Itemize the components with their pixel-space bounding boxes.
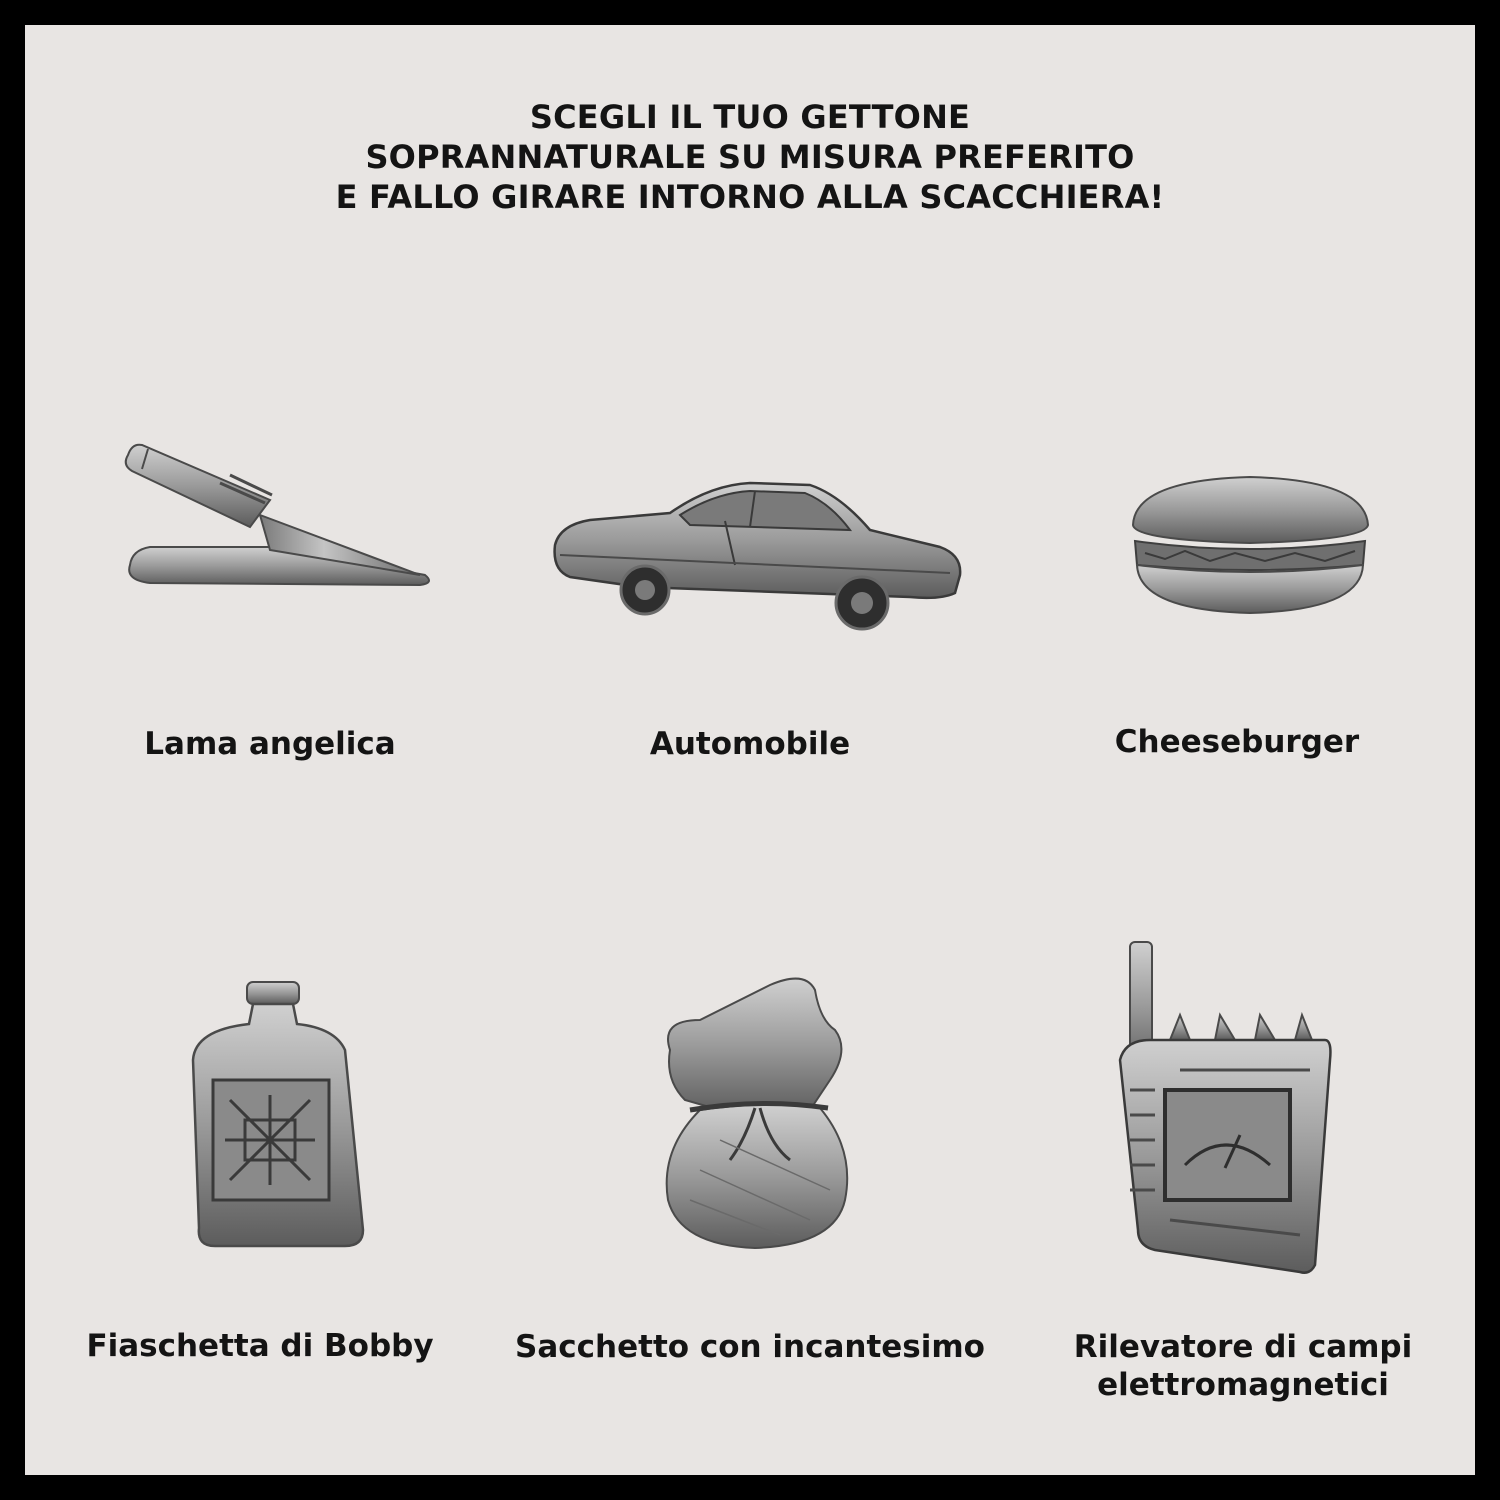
token-label-cheeseburger: Cheeseburger	[1114, 724, 1360, 760]
token-label-emf-detector: Rilevatore di campi elettromagnetici	[1073, 1329, 1413, 1403]
headline-line-2: SOPRANNATURALE SU MISURA PREFERITO	[365, 138, 1135, 176]
hex-bag-icon	[665, 977, 849, 1250]
token-angel-blade[interactable]	[120, 435, 440, 615]
car-icon	[553, 481, 962, 631]
token-hex-bag[interactable]	[660, 970, 850, 1250]
emf-detector-icon	[1118, 941, 1332, 1274]
token-label-car: Automobile	[649, 726, 851, 762]
token-cheeseburger[interactable]	[1125, 475, 1375, 635]
token-label-flask: Fiaschetta di Bobby	[86, 1328, 434, 1364]
token-flask[interactable]	[185, 980, 365, 1250]
headline: SCEGLI IL TUO GETTONE SOPRANNATURALE SU …	[25, 97, 1475, 217]
token-showcase-panel: SCEGLI IL TUO GETTONE SOPRANNATURALE SU …	[25, 25, 1475, 1475]
flask-icon	[191, 981, 365, 1248]
headline-line-3: E FALLO GIRARE INTORNO ALLA SCACCHIERA!	[335, 178, 1165, 216]
token-label-hex-bag: Sacchetto con incantesimo	[515, 1329, 985, 1365]
headline-line-1: SCEGLI IL TUO GETTONE	[529, 98, 971, 136]
angel-blade-icon	[124, 443, 430, 587]
token-emf-detector[interactable]	[1110, 940, 1335, 1280]
token-label-angel-blade: Lama angelica	[144, 726, 396, 762]
token-car[interactable]	[550, 475, 970, 650]
cheeseburger-icon	[1131, 475, 1370, 615]
